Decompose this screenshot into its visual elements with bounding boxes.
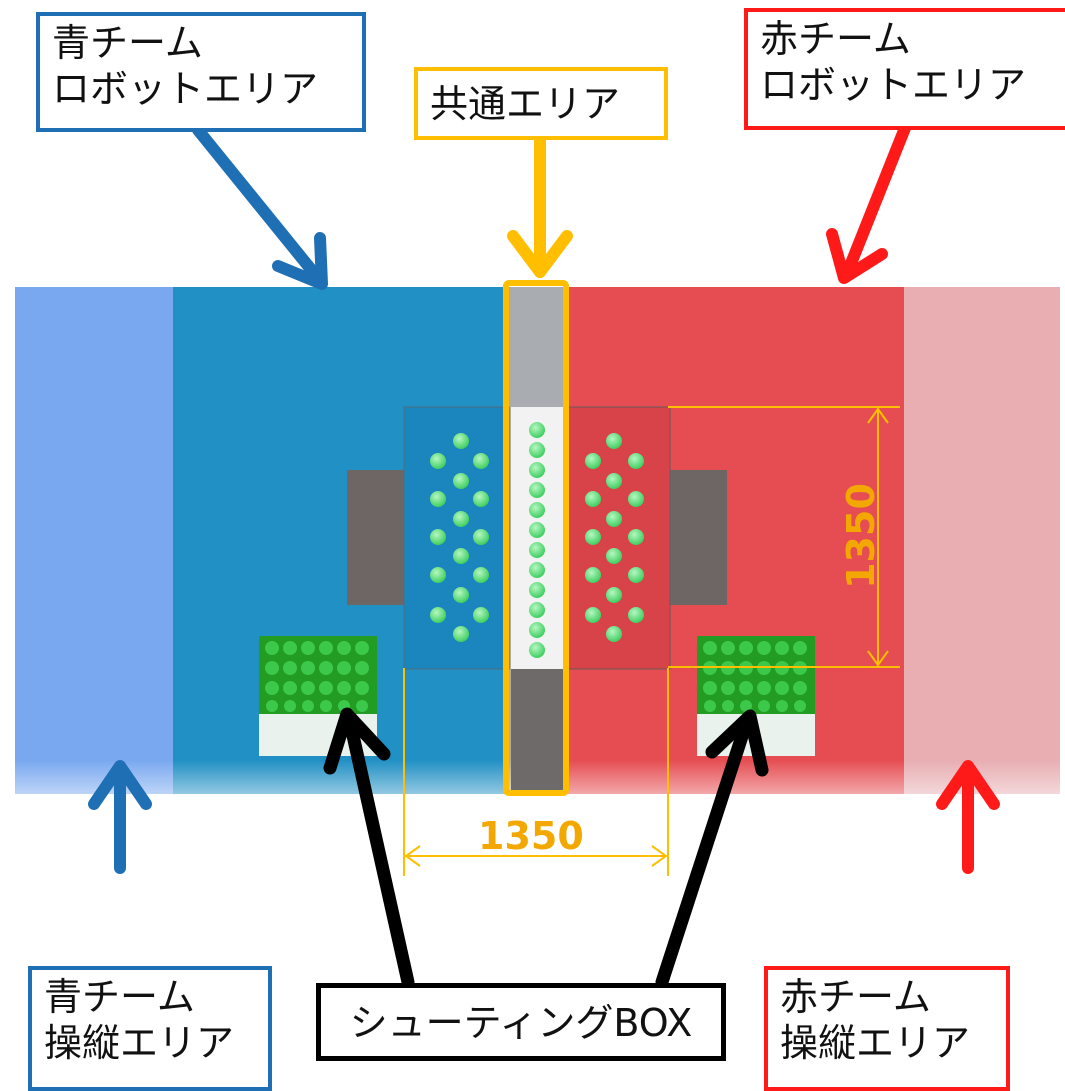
arrows (88, 122, 1000, 989)
red-robot-area-label: 赤チーム ロボットエリア (744, 8, 1065, 130)
red-platform (565, 406, 671, 670)
center-balls (529, 422, 545, 658)
blue-operator-label-line1: 青チーム (44, 975, 195, 1019)
blue-robot-label-line2: ロボットエリア (52, 67, 319, 111)
red-side-balls (585, 433, 644, 642)
shooting-box-label-text: シューティングBOX (349, 1001, 693, 1045)
red-robot-label-line1: 赤チーム (760, 17, 911, 61)
red-operator-area-label: 赤チーム 操縦エリア (764, 966, 1010, 1091)
left-side-post (347, 470, 404, 605)
blue-operator-label-line2: 操縦エリア (44, 1021, 235, 1065)
right-side-post (670, 470, 727, 605)
blue-operator-area (15, 287, 173, 794)
blue-side-balls (430, 433, 489, 642)
blue-robot-area-label: 青チーム ロボットエリア (36, 12, 366, 132)
shooting-box-label: シューティングBOX (316, 983, 726, 1061)
common-area-highlight (503, 280, 569, 796)
common-area-label: 共通エリア (414, 67, 668, 140)
dimension-lines (403, 406, 900, 876)
red-operator-area (904, 287, 1060, 794)
red-robot-label-line2: ロボットエリア (760, 63, 1027, 107)
blue-robot-label-line1: 青チーム (52, 21, 203, 65)
blue-operator-area-label: 青チーム 操縦エリア (28, 966, 272, 1091)
blue-platform (403, 406, 510, 670)
common-label-text: 共通エリア (430, 82, 621, 126)
center-rail-lower (511, 669, 563, 791)
width-dimension-label: 1350 (478, 814, 584, 858)
red-operator-label-line1: 赤チーム (780, 975, 931, 1019)
height-dimension-label: 1350 (838, 483, 883, 589)
red-operator-label-line2: 操縦エリア (780, 1021, 971, 1065)
